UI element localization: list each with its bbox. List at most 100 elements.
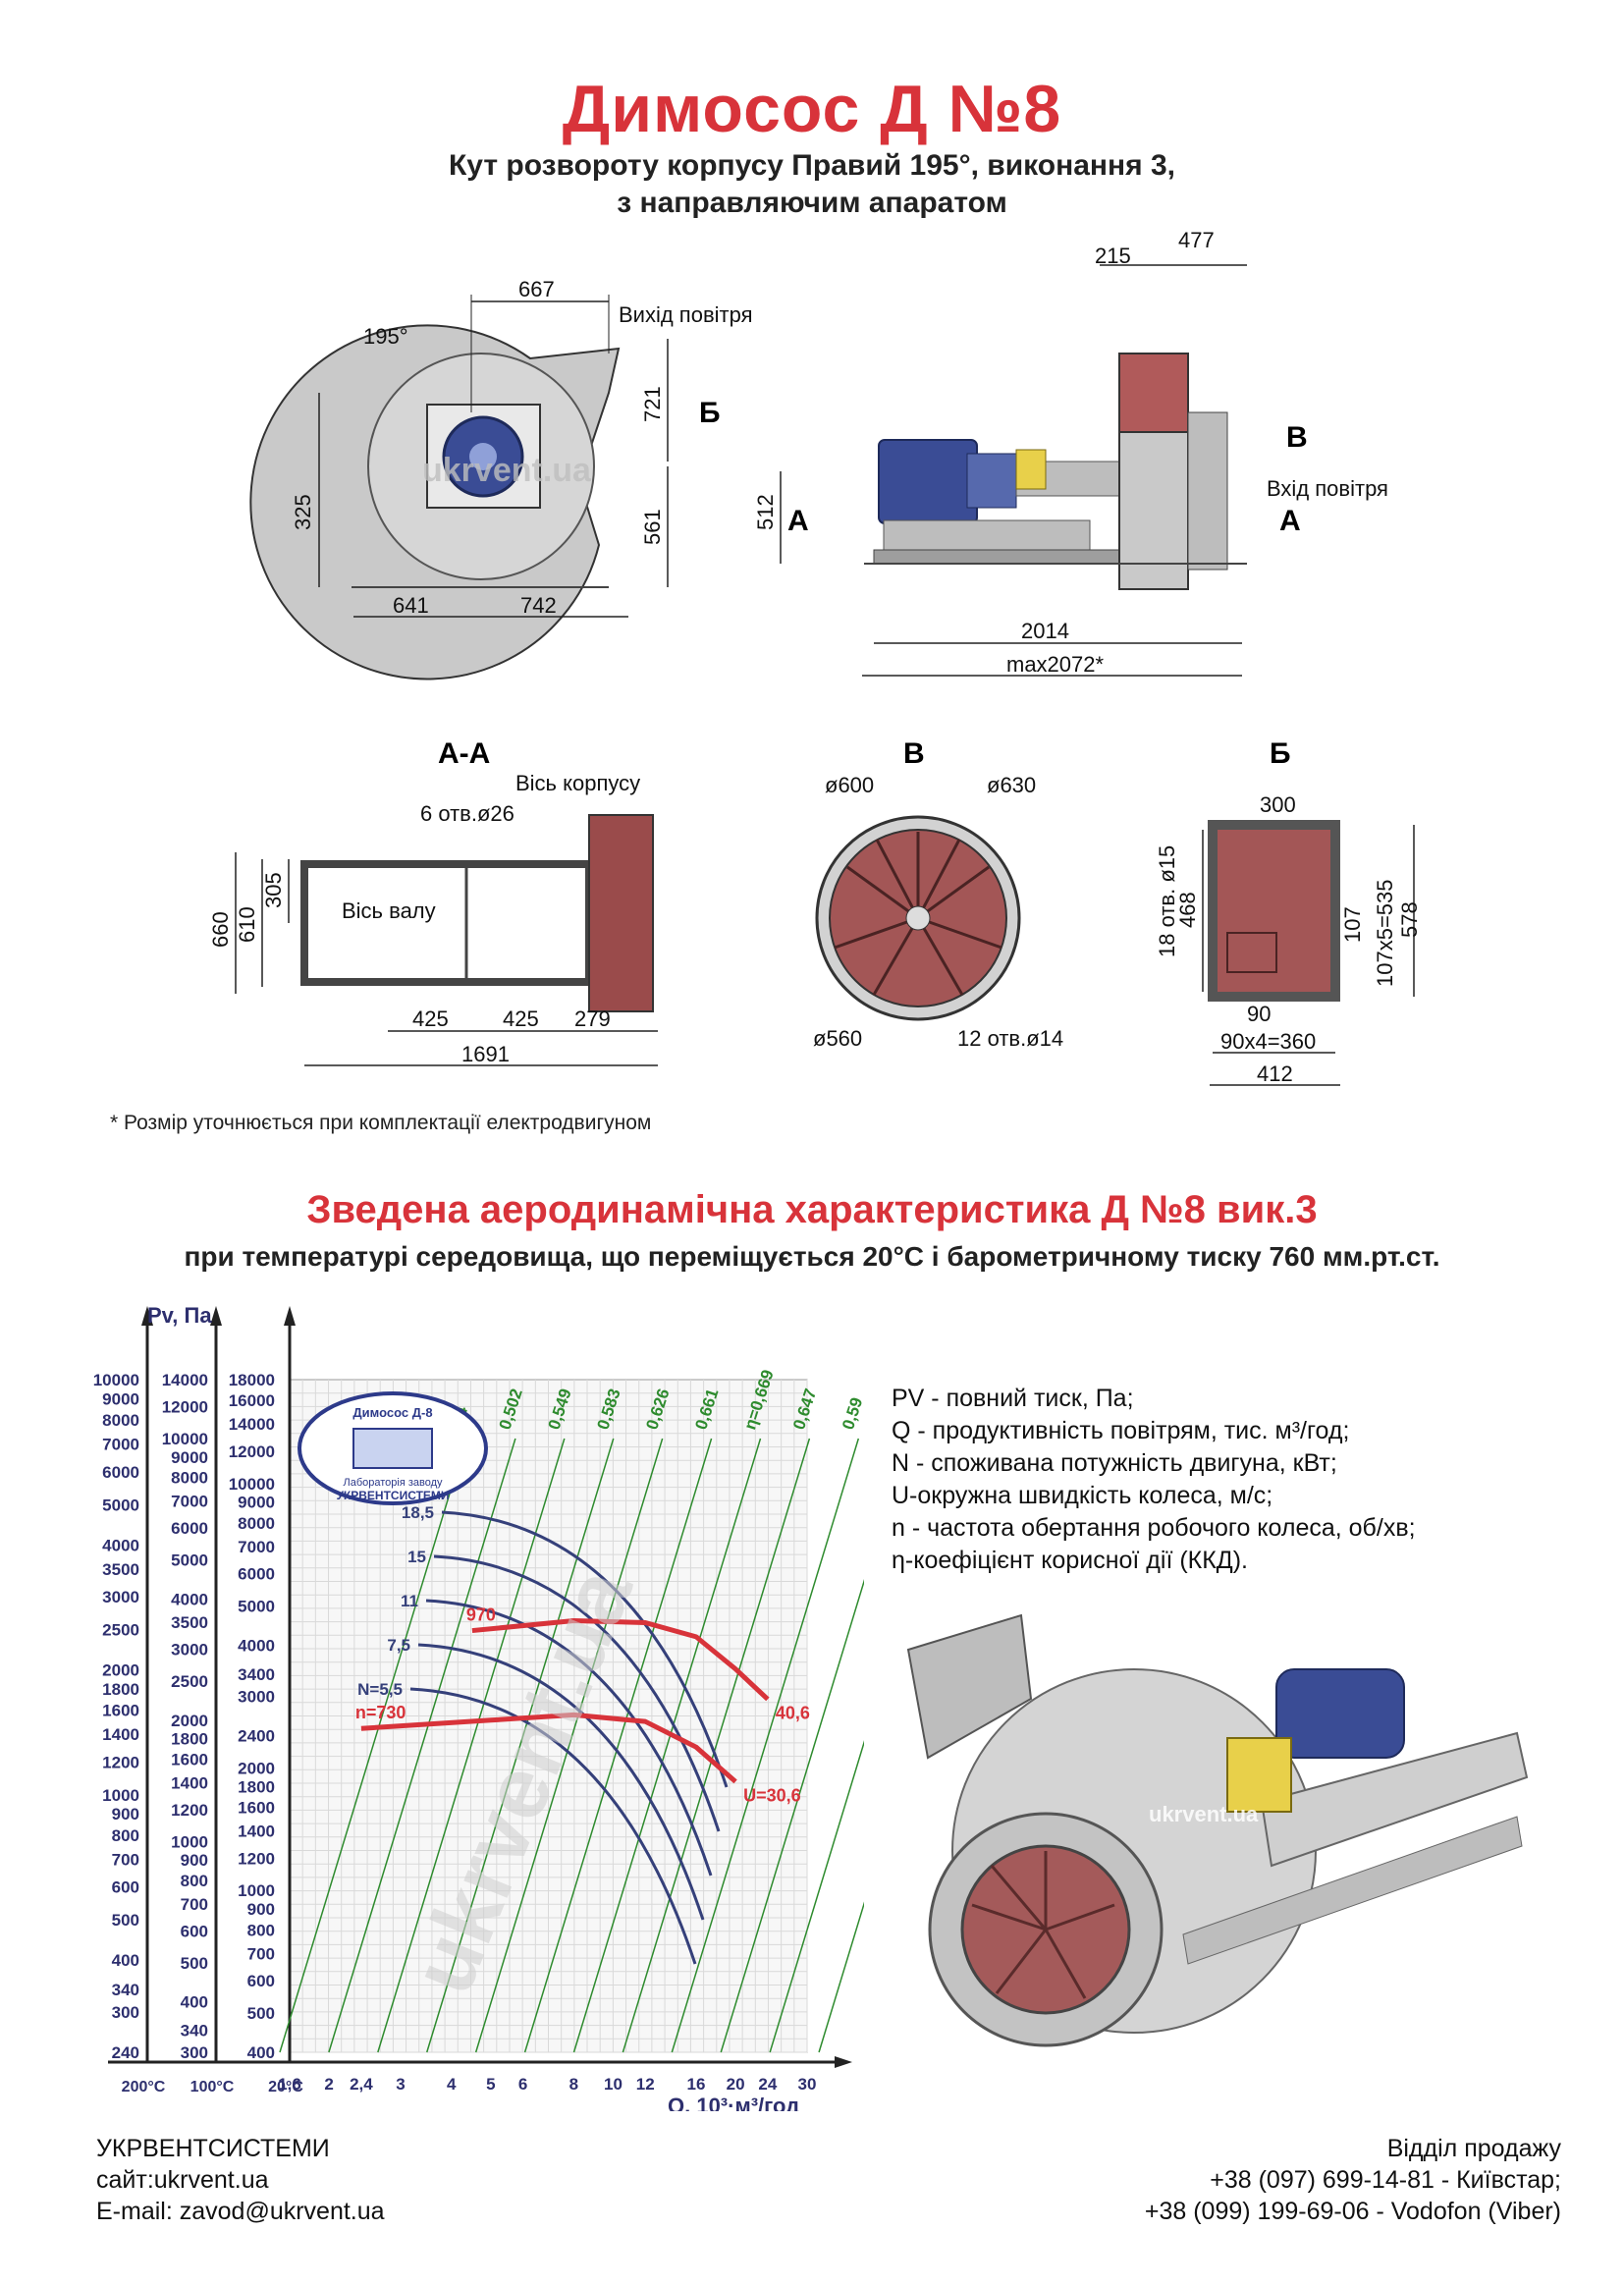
y-tick-label: 500: [247, 2004, 275, 2023]
y-tick-label: 800: [181, 1872, 208, 1890]
efficiency-line: [377, 1438, 566, 2053]
x-axis-title: Q, 10³·м³/год: [668, 2094, 799, 2111]
footer-company-block: УКРВЕНТСИСТЕМИ сайт:ukrvent.ua E-mail: z…: [96, 2133, 385, 2227]
dim-max: max2072*: [1006, 652, 1105, 677]
efficiency-line: [622, 1438, 811, 2053]
section-subtitle: при температурі середовища, що переміщує…: [184, 1241, 1440, 1272]
y-tick-label: 500: [112, 1911, 139, 1930]
y-tick-label: 3000: [102, 1588, 139, 1606]
speed-curve: [360, 1712, 737, 1784]
y-tick-label: 18000: [229, 1371, 275, 1389]
y-tick-label: 9000: [238, 1494, 275, 1512]
dim-721: 721: [640, 386, 665, 422]
section-title: Зведена аеродинамічна характеристика Д №…: [306, 1188, 1318, 1231]
dim-d560: ø560: [813, 1026, 862, 1051]
technical-drawings: 667 Вихід повітря 195° 721 Б 325 561 641…: [208, 228, 1422, 1086]
legend: PV - повний тиск, Па; Q - продуктивність…: [892, 1383, 1416, 1577]
y-tick-label: 600: [112, 1878, 139, 1897]
y-tick-label: 800: [247, 1921, 275, 1939]
y-tick-label: 12000: [229, 1442, 275, 1461]
y-tick-label: 300: [181, 2043, 208, 2062]
y-tick-label: 5000: [102, 1496, 139, 1514]
y-tick-label: 3000: [238, 1687, 275, 1706]
y-tick-label: 7000: [238, 1538, 275, 1556]
power-curve: [425, 1599, 713, 1877]
watermark-front: ukrvent.ua: [422, 452, 592, 489]
y-tick-label: 1000: [238, 1881, 275, 1900]
efficiency-line: [720, 1578, 864, 2053]
phone-kyivstar[interactable]: +38 (097) 699-14-81 - Київстар;: [1210, 2166, 1561, 2194]
holes-label-aa: 6 отв.ø26: [420, 801, 514, 826]
y-tick-label: 240: [112, 2043, 139, 2062]
temp-label: 20°С: [268, 2079, 303, 2095]
section-marker-a-left: A: [787, 505, 809, 537]
y-tick-label: 4000: [102, 1536, 139, 1554]
dim-d600: ø600: [825, 773, 874, 797]
y-tick-label: 400: [247, 2043, 275, 2062]
dim-477: 477: [1178, 228, 1215, 252]
product-render: ukrvent.ua: [906, 1613, 1529, 2047]
page-subtitle-line2: з направляючим апаратом: [617, 187, 1007, 219]
y-tick-label: 7000: [102, 1436, 139, 1454]
efficiency-line: [279, 1438, 467, 2053]
power-curve: [441, 1510, 729, 1788]
y-tick-label: 1800: [171, 1730, 208, 1749]
power-label: 7,5: [387, 1636, 410, 1655]
power-label: 11: [401, 1592, 418, 1610]
y-tick-label: 1200: [238, 1849, 275, 1868]
y-tick-label: 2500: [171, 1672, 208, 1691]
efficiency-line: [474, 1438, 664, 2053]
stamp-text-3: УКРВЕНТСИСТЕМИ: [336, 1489, 449, 1502]
dim-641: 641: [393, 593, 429, 618]
y-tick-label: 4000: [171, 1590, 208, 1608]
y-tick-label: 3000: [171, 1641, 208, 1659]
y-tick-label: 8000: [102, 1411, 139, 1430]
dim-215: 215: [1095, 244, 1131, 268]
x-tick-label: 8: [569, 2075, 578, 2094]
dim-90x4: 90x4=360: [1220, 1029, 1316, 1054]
view-v-title: В: [903, 737, 925, 770]
y-tick-label: 5000: [238, 1598, 275, 1616]
y-tick-label: 1600: [171, 1751, 208, 1769]
dim-512: 512: [753, 494, 778, 530]
y-tick-label: 8000: [238, 1514, 275, 1533]
page-subtitle-line1: Кут розвороту корпусу Правий 195°, викон…: [448, 149, 1175, 182]
efficiency-label: 0,59: [839, 1395, 864, 1432]
site-link[interactable]: сайт:ukrvent.ua: [96, 2166, 269, 2194]
side-view: 215 477 B Вхід повітря A A 512 2014 max2…: [753, 228, 1388, 677]
exit-air-label: Вихід повітря: [619, 302, 753, 327]
dim-578: 578: [1397, 901, 1422, 938]
phone-vodafone[interactable]: +38 (099) 199-69-06 - Vodofon (Viber): [1144, 2198, 1561, 2225]
axis-body-label: Вісь корпусу: [515, 771, 640, 795]
dim-425a: 425: [412, 1006, 449, 1031]
efficiency-line: [671, 1438, 860, 2053]
view-b-title: Б: [1270, 737, 1291, 770]
front-view: 667 Вихід повітря 195° 721 Б 325 561 641…: [249, 277, 753, 680]
y-tick-label: 3500: [102, 1560, 139, 1579]
temp-label: 100°С: [190, 2079, 235, 2095]
x-tick-label: 10: [604, 2075, 623, 2094]
email-link[interactable]: E-mail: zavod@ukrvent.ua: [96, 2198, 385, 2225]
dim-667: 667: [518, 277, 555, 301]
temp-label: 200°С: [122, 2079, 166, 2095]
footer-sales-block: Відділ продажу +38 (097) 699-14-81 - Киї…: [1145, 2133, 1561, 2227]
y-tick-label: 400: [181, 1993, 208, 2012]
y-tick-label: 5000: [171, 1551, 208, 1570]
y-tick-label: 2000: [238, 1759, 275, 1777]
y-tick-label: 1600: [238, 1799, 275, 1818]
y-tick-label: 1400: [171, 1773, 208, 1792]
y-tick-label: 1200: [102, 1753, 139, 1771]
section-marker-a-right: A: [1279, 505, 1301, 537]
speed-curve: [471, 1618, 770, 1702]
y-tick-label: 14000: [162, 1371, 208, 1389]
y-tick-label: 1600: [102, 1702, 139, 1720]
x-tick-label: 12: [636, 2075, 655, 2094]
y-tick-label: 3500: [171, 1613, 208, 1632]
efficiency-line: [818, 1901, 864, 2053]
legend-item: η-коефіцієнт корисної дії (ККД).: [892, 1547, 1248, 1574]
y-tick-label: 10000: [229, 1475, 275, 1494]
dim-325: 325: [291, 494, 315, 530]
y-tick-label: 1200: [171, 1801, 208, 1820]
power-label: 15: [407, 1548, 426, 1566]
legend-item: U-окружна швидкість колеса, м/с;: [892, 1482, 1273, 1509]
